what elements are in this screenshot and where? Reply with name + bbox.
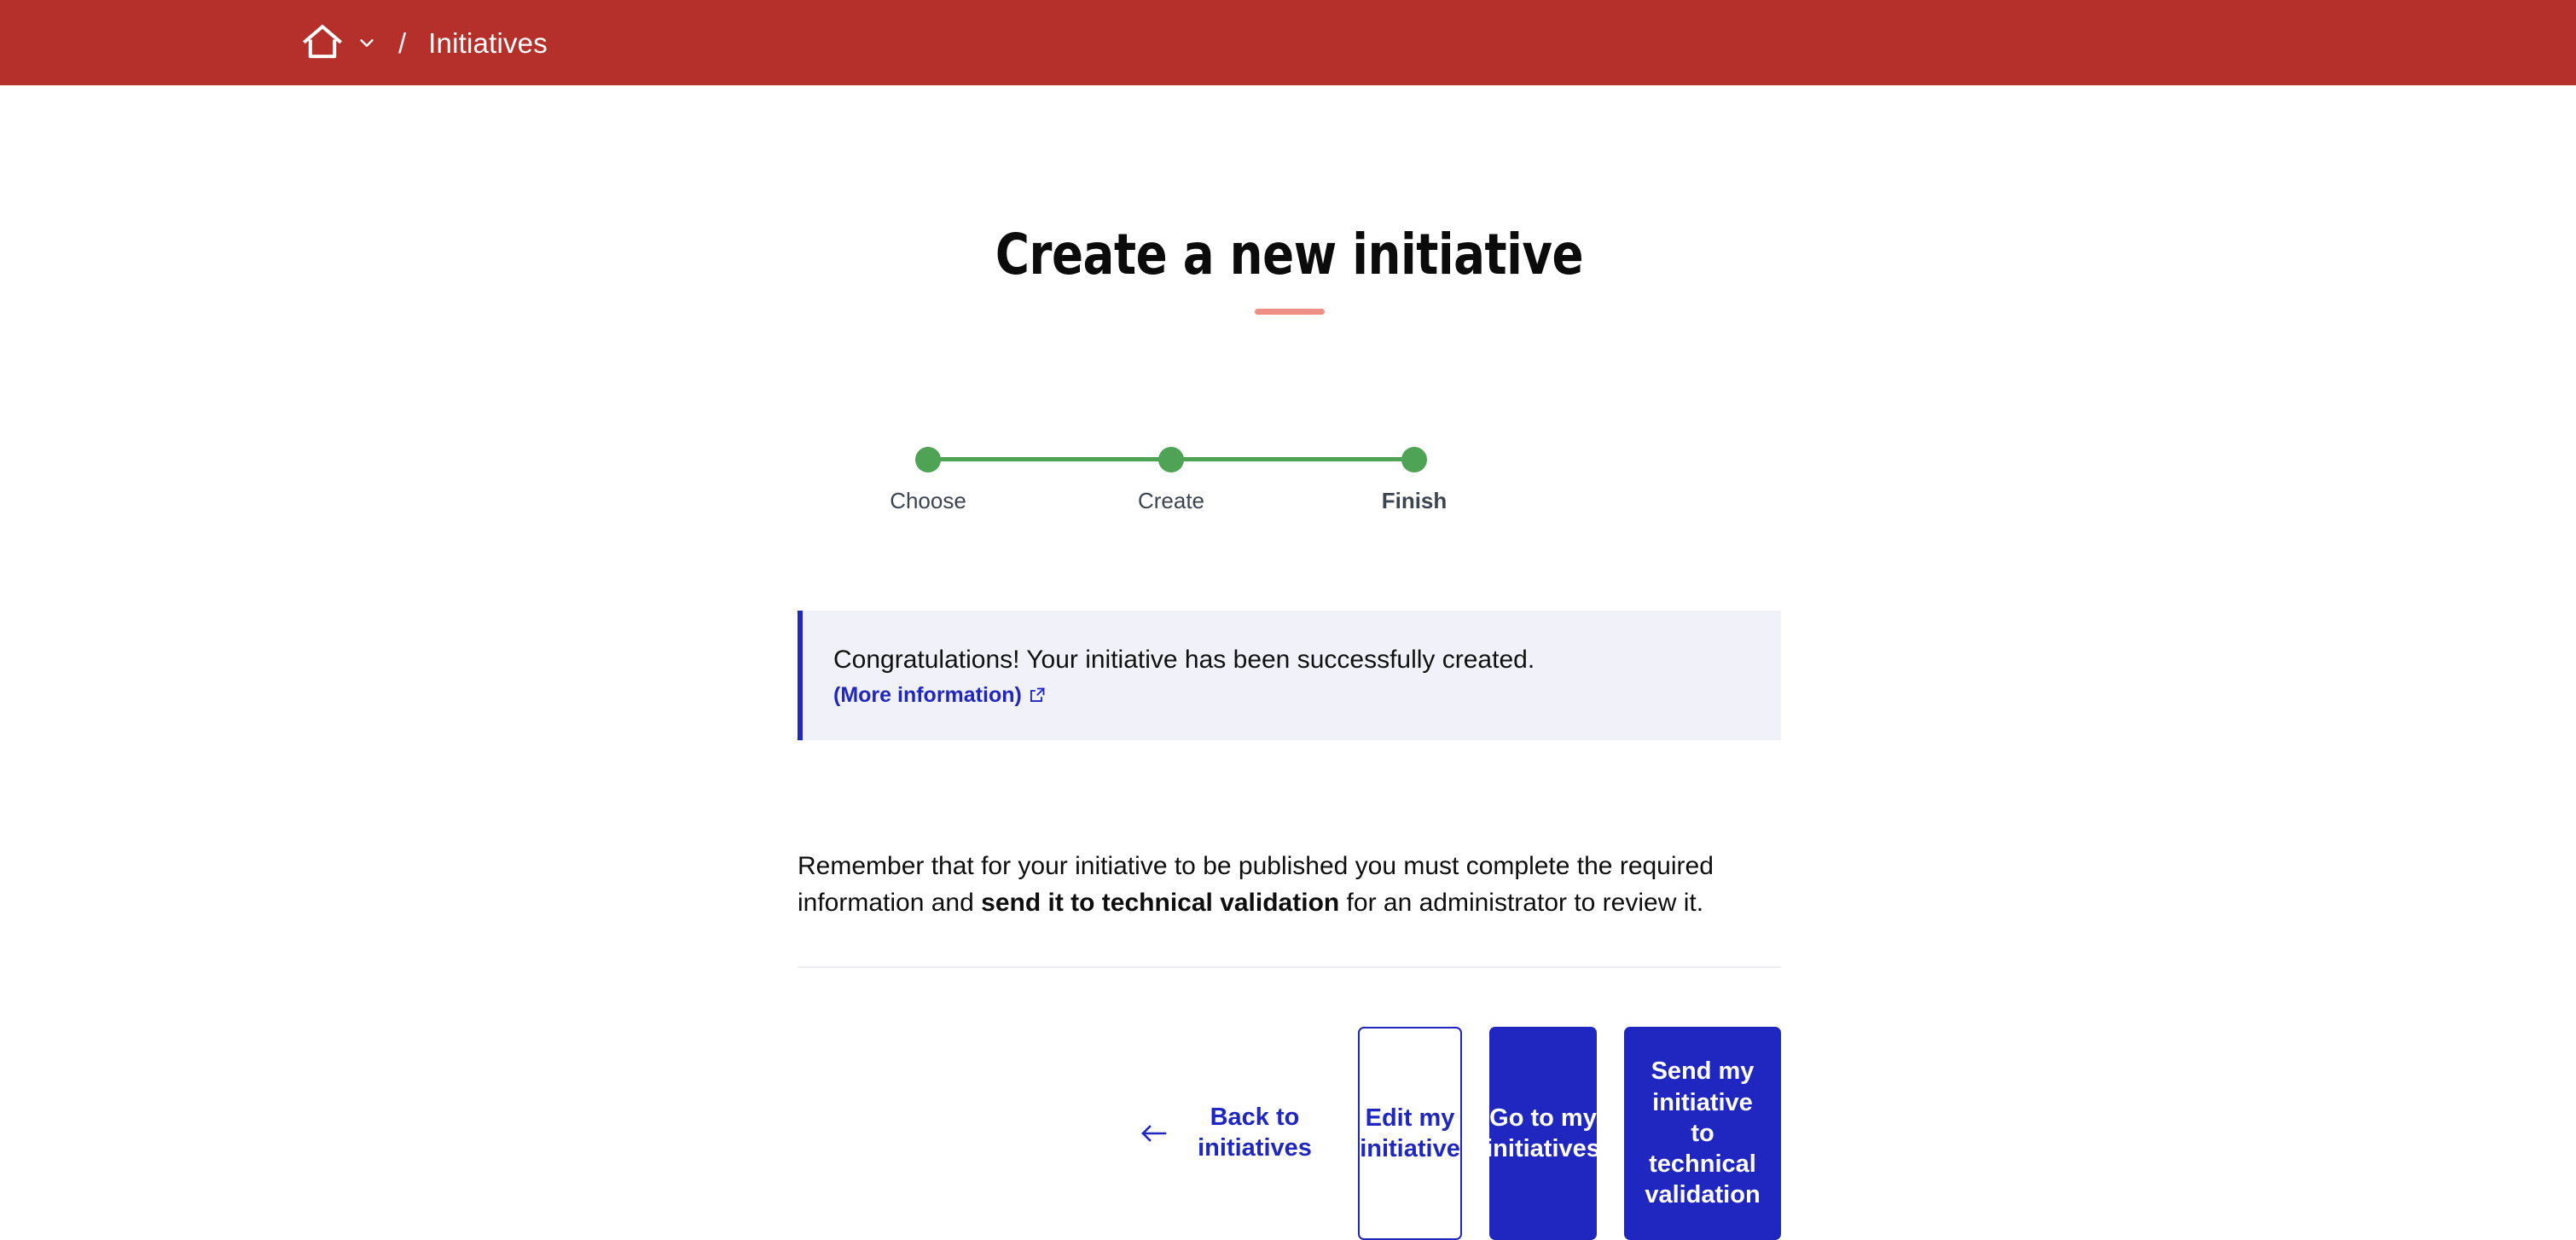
stepper-step-finish[interactable]: Finish [1346,442,1482,514]
reminder-text-emphasis: send it to technical validation [981,888,1340,917]
back-to-initiatives-label: Back to initiatives [1198,1104,1312,1162]
stepper-step-label: Create [1137,488,1205,513]
stepper-step-label: Choose [890,488,966,513]
progress-stepper: Choose Create Finish [890,442,1447,536]
stepper-dot-icon [1158,447,1184,472]
back-to-initiatives-link[interactable]: Back to initiatives [1140,1027,1327,1240]
section-divider [798,966,1781,968]
page-title-block: Create a new initiative [798,85,1781,315]
more-information-link[interactable]: (More information) [833,683,1022,708]
reminder-text-part1: Remember that for your initiative to be … [798,852,1714,917]
arrow-left-icon [1140,1122,1167,1144]
home-icon[interactable] [303,23,342,62]
page-body: Create a new initiative Choose Create Fi… [0,85,2576,1240]
more-information-row: (More information) [833,682,1781,708]
breadcrumb-current-page: Initiatives [428,26,548,59]
stepper-step-create[interactable]: Create [1103,442,1239,514]
edit-my-initiative-button[interactable]: Edit my initiative [1358,1027,1462,1240]
reminder-text-part2: for an administrator to review it. [1339,888,1704,917]
success-message: Congratulations! Your initiative has bee… [833,645,1535,674]
home-breadcrumb-button[interactable] [303,23,376,62]
breadcrumb-separator: / [398,26,407,59]
stepper-dot-icon [1401,447,1427,472]
success-callout: Congratulations! Your initiative has bee… [798,611,1781,740]
reminder-paragraph: Remember that for your initiative to be … [798,849,1761,921]
title-accent-rule [1254,309,1325,315]
stepper-step-choose[interactable]: Choose [860,442,996,514]
action-button-row: Back to initiatives Edit my initiative G… [798,1027,1781,1240]
chevron-down-icon[interactable] [357,33,376,52]
go-to-my-initiatives-button[interactable]: Go to my initiatives [1486,1027,1600,1240]
send-to-technical-validation-button[interactable]: Send my initiative to technical validati… [1624,1027,1781,1240]
top-navigation-bar: / Initiatives [0,0,2576,85]
stepper-step-label: Finish [1381,488,1448,513]
stepper-dot-icon [915,447,941,472]
external-link-icon[interactable] [1029,687,1046,704]
page-title: Create a new initiative [995,222,1584,287]
